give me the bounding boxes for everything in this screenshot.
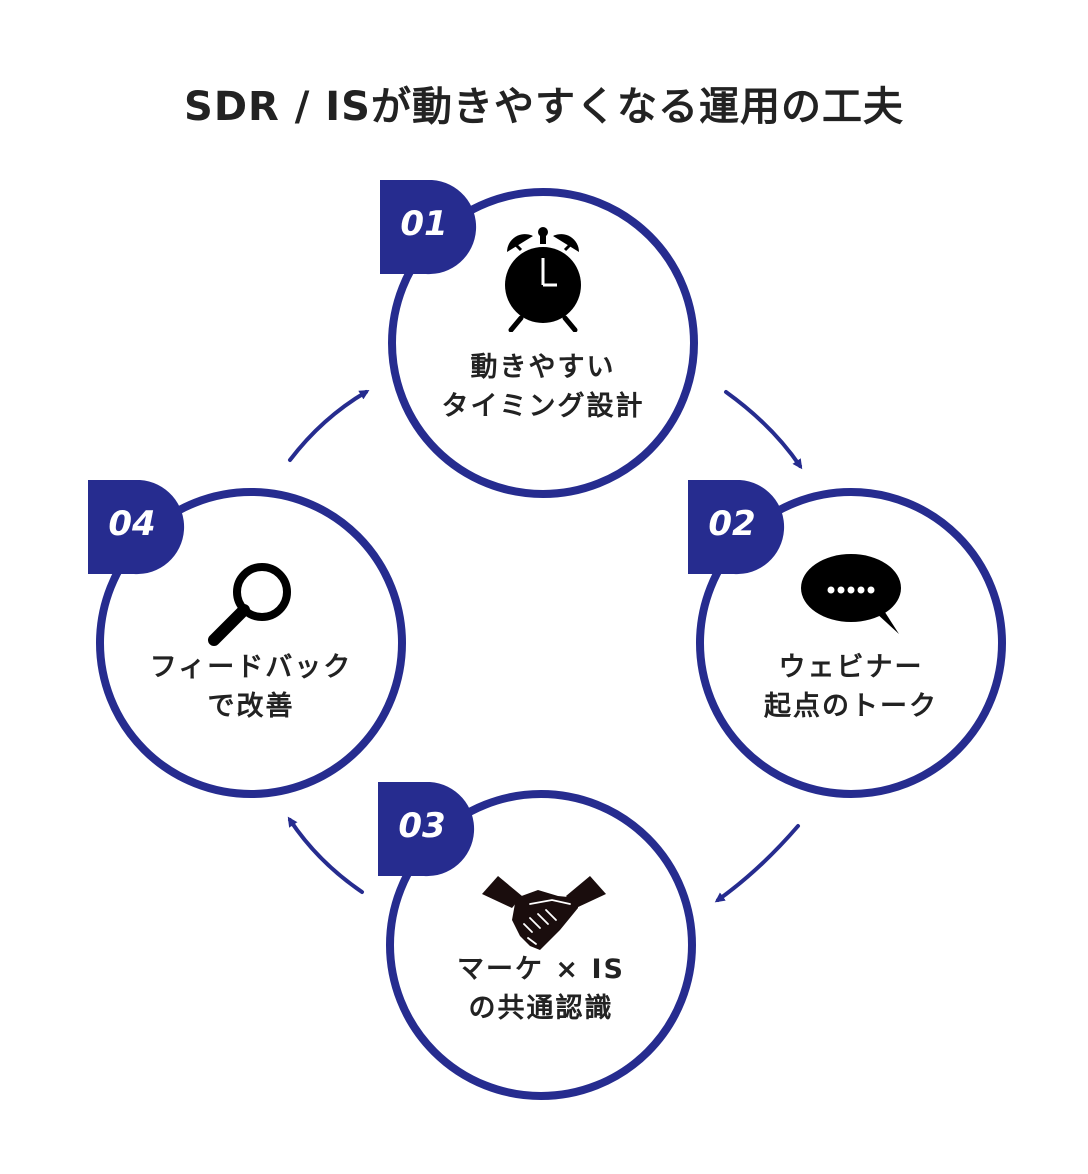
step-number: 02 <box>708 504 756 544</box>
arrow-03-to-04 <box>287 816 364 894</box>
step-01: 01 動きやすい タイミング設計 <box>380 180 698 498</box>
step-label-line1: 動きやすい <box>470 352 616 383</box>
speech-bubble-icon <box>801 538 901 648</box>
step-label: フィードバック で改善 <box>96 648 406 726</box>
step-04: 04 フィードバック で改善 <box>88 480 406 798</box>
step-label-line1: ウェビナー <box>778 652 924 683</box>
diagram-title: SDR / ISが動きやすくなる運用の工夫 <box>184 84 904 130</box>
step-label: マーケ × IS の共通認識 <box>386 950 696 1028</box>
step-number: 03 <box>398 806 446 846</box>
step-badge: 03 <box>378 782 478 882</box>
step-label: ウェビナー 起点のトーク <box>696 648 1006 726</box>
step-label-line2: で改善 <box>207 691 295 722</box>
step-label-line1: マーケ × IS <box>457 954 625 985</box>
step-number: 04 <box>108 504 156 544</box>
step-03: 03 マーケ × IS の共通認識 <box>378 782 696 1100</box>
arrow-04-to-01 <box>288 389 370 462</box>
step-label: 動きやすい タイミング設計 <box>388 348 698 426</box>
step-label-line1: フィードバック <box>149 652 353 683</box>
step-badge: 01 <box>380 180 480 280</box>
step-badge: 02 <box>688 480 788 580</box>
arrow-02-to-03 <box>714 824 800 903</box>
step-label-line2: タイミング設計 <box>441 391 645 422</box>
step-02: 02 ウェビナー 起点のトーク <box>688 480 1006 798</box>
step-number: 01 <box>400 204 448 244</box>
step-label-line2: 起点のトーク <box>764 691 938 722</box>
magnifier-icon <box>204 558 300 654</box>
step-label-line2: の共通認識 <box>468 993 614 1024</box>
arrow-01-to-02 <box>724 390 803 470</box>
handshake-icon <box>482 874 606 984</box>
step-badge: 04 <box>88 480 188 580</box>
alarm-clock-icon <box>493 222 593 333</box>
